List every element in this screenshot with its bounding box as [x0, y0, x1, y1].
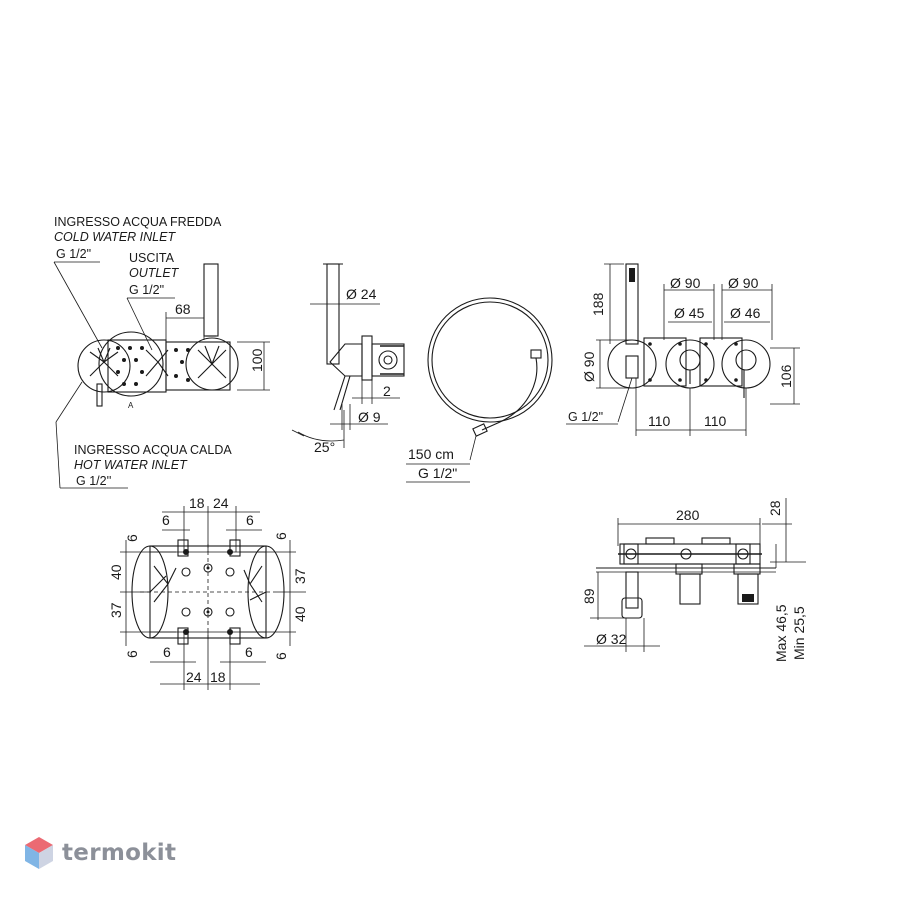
dim-right-40: 40 [292, 606, 308, 622]
cold-inlet-label-it: INGRESSO ACQUA FREDDA [54, 215, 222, 229]
hose-length: 150 cm [408, 446, 454, 462]
dim-dia-90-side: Ø 90 [581, 351, 597, 382]
right-thread: G 1/2" [568, 410, 603, 424]
cold-inlet-label-en: COLD WATER INLET [54, 230, 176, 244]
termokit-wordmark: termokit [62, 840, 177, 866]
dim-dia-45: Ø 45 [674, 305, 705, 321]
hot-inlet-label-it: INGRESSO ACQUA CALDA [74, 443, 232, 457]
hot-inlet-label-en: HOT WATER INLET [74, 458, 188, 472]
dim-left-37: 37 [108, 602, 124, 618]
dim-100: 100 [249, 348, 265, 372]
dim-bottom-6-right: 6 [245, 644, 253, 660]
front-view-right: 188 Ø 90 Ø 90 Ø 90 [566, 263, 800, 436]
dim-dia-32: Ø 32 [596, 631, 627, 647]
dim-max: Max 46,5 [773, 604, 789, 662]
dim-280: 280 [676, 507, 700, 523]
dim-110-b: 110 [704, 413, 727, 429]
front-view-mixer: INGRESSO ACQUA FREDDA COLD WATER INLET G… [53, 215, 270, 489]
dim-dia-24: Ø 24 [346, 286, 377, 302]
hose-thread: G 1/2" [418, 465, 457, 481]
dim-110-a: 110 [648, 413, 671, 429]
dim-bottom-24: 24 [186, 669, 202, 685]
termokit-logo-icon [25, 837, 53, 869]
dim-right-6-bottom: 6 [273, 652, 289, 660]
dim-188: 188 [590, 292, 606, 316]
dim-right-37: 37 [292, 568, 308, 584]
dim-bottom-18: 18 [210, 669, 226, 685]
dim-top-24: 24 [213, 495, 229, 511]
dim-89: 89 [581, 588, 597, 604]
outlet-label-en: OUTLET [129, 266, 180, 280]
dim-bottom-6-left: 6 [163, 644, 171, 660]
side-view-mixer: Ø 24 2 Ø 9 25° [291, 263, 405, 455]
dim-min: Min 25,5 [791, 606, 807, 660]
dim-2: 2 [383, 383, 391, 399]
dim-dia-46: Ø 46 [730, 305, 761, 321]
dim-68: 68 [175, 301, 191, 317]
dim-left-6-top: 6 [124, 534, 140, 542]
termokit-watermark: termokit [24, 836, 176, 870]
dim-106: 106 [778, 364, 794, 388]
dim-top-6-left: 6 [162, 512, 170, 528]
dim-top-18: 18 [189, 495, 205, 511]
top-view-section: 280 28 89 Ø 32 [581, 498, 807, 662]
point-a-label: A [128, 401, 134, 410]
shower-hose: 150 cm G 1/2" [406, 297, 553, 483]
outlet-thread: G 1/2" [129, 283, 164, 297]
backplate-detail: 18 24 6 6 6 [108, 495, 308, 690]
dim-dia-90-a: Ø 90 [670, 275, 701, 291]
hot-inlet-thread: G 1/2'' [76, 474, 111, 488]
dim-dia-9: Ø 9 [358, 409, 381, 425]
dim-right-6-top: 6 [273, 532, 289, 540]
dim-left-40: 40 [108, 564, 124, 580]
dim-top-6-right: 6 [246, 512, 254, 528]
dim-28: 28 [767, 500, 783, 516]
dim-angle-25: 25° [314, 439, 335, 455]
cold-inlet-thread: G 1/2" [56, 247, 91, 261]
outlet-label-it: USCITA [129, 251, 175, 265]
dim-left-6-bottom: 6 [124, 650, 140, 658]
dim-dia-90-b: Ø 90 [728, 275, 759, 291]
